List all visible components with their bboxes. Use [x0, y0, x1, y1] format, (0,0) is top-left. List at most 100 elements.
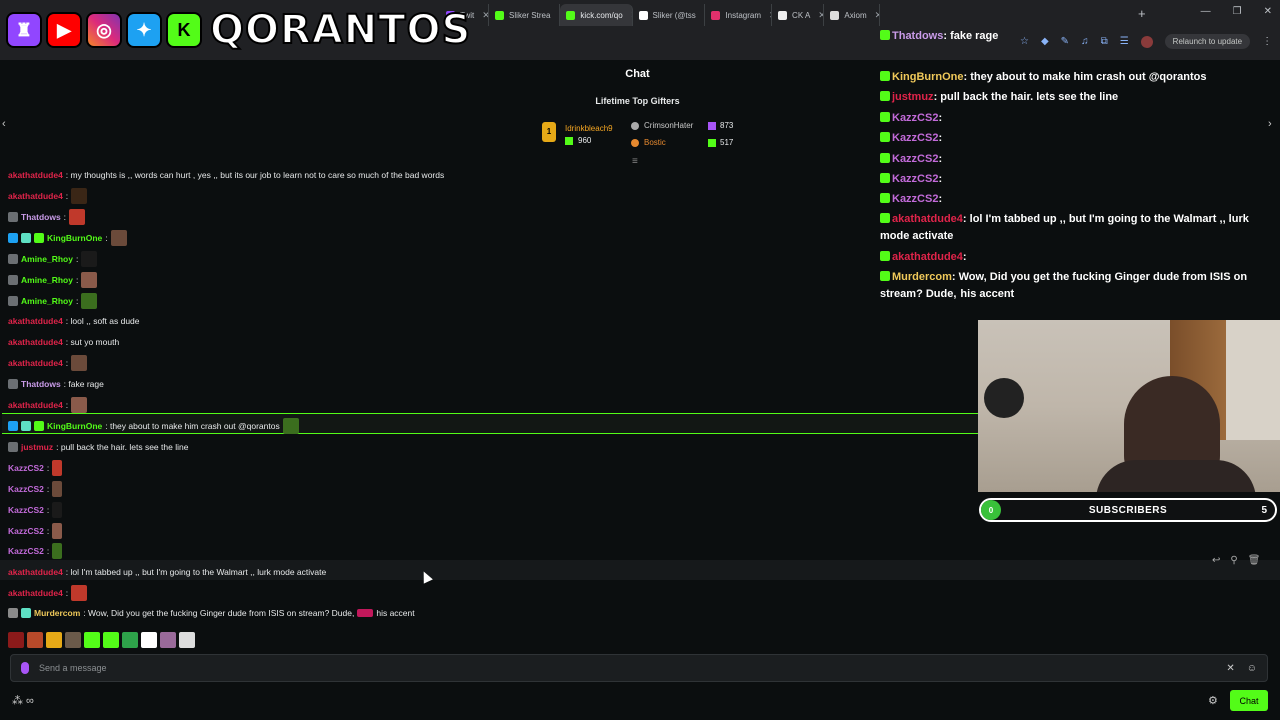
send-chat-button[interactable]: Chat: [1230, 690, 1268, 711]
gifter-name[interactable]: Idrinkbleach9: [565, 124, 613, 133]
tab-close-icon[interactable]: ✕: [631, 10, 632, 21]
browser-tab[interactable]: CK A✕: [772, 4, 825, 26]
browser-tab[interactable]: Twit✕: [440, 4, 490, 26]
chat-username[interactable]: KingBurnOne: [47, 233, 103, 243]
chat-message[interactable]: KazzCS2:: [8, 542, 63, 560]
gifter-name[interactable]: Bostic: [644, 138, 666, 147]
collapse-icon[interactable]: ≡: [632, 156, 638, 167]
chat-message[interactable]: akathatdude4:: [8, 187, 88, 205]
chat-username[interactable]: akathatdude4: [8, 567, 63, 577]
tab-close-icon[interactable]: ✕: [818, 10, 823, 21]
chat-username[interactable]: Amine_Rhoy: [21, 275, 73, 285]
relaunch-button[interactable]: Relaunch to update: [1164, 34, 1251, 49]
gifter-count: 960: [578, 136, 592, 145]
bookmark-star-icon[interactable]: ☆: [1020, 36, 1029, 47]
emote-button[interactable]: [122, 632, 138, 648]
tab-close-icon[interactable]: ✕: [558, 10, 559, 21]
gifter-name[interactable]: CrimsonHater: [644, 121, 694, 130]
chat-username[interactable]: Thatdows: [21, 212, 61, 222]
extensions-puzzle-icon[interactable]: ⧉: [1100, 36, 1108, 47]
emote-button[interactable]: [65, 632, 81, 648]
chat-message[interactable]: akathatdude4: lol I'm tabbed up ,, but I…: [8, 563, 326, 581]
chat-username[interactable]: Amine_Rhoy: [21, 296, 73, 306]
mic-icon[interactable]: [21, 662, 29, 674]
chat-message[interactable]: Murdercom: Wow, Did you get the fucking …: [8, 604, 415, 622]
chevron-left-icon[interactable]: ‹: [2, 118, 6, 130]
emoji-icon[interactable]: ☺: [1246, 662, 1257, 674]
browser-tab[interactable]: Sliker Strea✕: [489, 4, 561, 26]
chat-message[interactable]: justmuz: pull back the hair. lets see th…: [8, 438, 188, 456]
tab-close-icon[interactable]: ✕: [875, 10, 879, 21]
chat-message[interactable]: akathatdude4:: [8, 584, 88, 602]
tab-label: Instagram: [725, 10, 762, 20]
restore-icon[interactable]: ❐: [1232, 6, 1242, 17]
chat-username[interactable]: KazzCS2: [8, 526, 44, 536]
chat-message[interactable]: Thatdows:: [8, 208, 86, 226]
translate-icon[interactable]: ✎: [1060, 36, 1070, 47]
chat-username[interactable]: KazzCS2: [8, 463, 44, 473]
chat-username[interactable]: KazzCS2: [8, 546, 44, 556]
twitch-icon: ♜: [6, 12, 42, 48]
pin-icon[interactable]: ⚲: [1230, 555, 1238, 566]
emote-button[interactable]: [103, 632, 119, 648]
browser-tab[interactable]: Sliker (@tss✕: [633, 4, 706, 26]
more-menu-icon[interactable]: ⋮: [1262, 36, 1273, 47]
chat-username[interactable]: KazzCS2: [8, 484, 44, 494]
chat-username[interactable]: justmuz: [21, 442, 54, 452]
chat-username[interactable]: akathatdude4: [8, 191, 63, 201]
emote-button[interactable]: [46, 632, 62, 648]
emote-menu-icon[interactable]: ✕: [1226, 662, 1235, 674]
chat-username[interactable]: Thatdows: [21, 379, 61, 389]
chat-message[interactable]: Amine_Rhoy:: [8, 292, 98, 310]
chat-username[interactable]: KazzCS2: [8, 505, 44, 515]
chat-message[interactable]: Amine_Rhoy:: [8, 271, 98, 289]
tab-close-icon[interactable]: ✕: [482, 9, 490, 20]
chat-message[interactable]: KingBurnOne: they about to make him cras…: [8, 417, 299, 435]
chat-username[interactable]: akathatdude4: [8, 358, 63, 368]
chat-username[interactable]: akathatdude4: [8, 170, 63, 180]
chat-message[interactable]: Amine_Rhoy:: [8, 250, 98, 268]
browser-tab[interactable]: Axiom✕: [824, 4, 880, 26]
minimize-icon[interactable]: —: [1200, 6, 1211, 17]
chat-message[interactable]: KingBurnOne:: [8, 229, 127, 247]
chat-message[interactable]: KazzCS2:: [8, 501, 63, 519]
close-icon[interactable]: ✕: [1263, 6, 1272, 17]
chat-message[interactable]: KazzCS2:: [8, 522, 63, 540]
emote-button[interactable]: [8, 632, 24, 648]
chat-username[interactable]: akathatdude4: [8, 588, 63, 598]
new-tab-button[interactable]: +: [1138, 6, 1146, 21]
chat-message[interactable]: akathatdude4:: [8, 354, 88, 372]
emote-button[interactable]: [141, 632, 157, 648]
delete-icon[interactable]: 🗑: [1247, 555, 1261, 566]
chat-username[interactable]: akathatdude4: [8, 316, 63, 326]
infinity-icon[interactable]: ⁂ ∞: [12, 695, 34, 707]
emote-button[interactable]: [160, 632, 176, 648]
tab-close-icon[interactable]: ✕: [704, 10, 705, 21]
reading-list-icon[interactable]: ☰: [1119, 36, 1129, 47]
chat-username[interactable]: akathatdude4: [8, 337, 63, 347]
emote-button[interactable]: [84, 632, 100, 648]
chat-username[interactable]: akathatdude4: [8, 400, 63, 410]
chat-message[interactable]: akathatdude4: my thoughts is ,, words ca…: [8, 166, 444, 184]
message-input[interactable]: [39, 663, 1227, 673]
emote-button[interactable]: [179, 632, 195, 648]
audio-icon[interactable]: ♫: [1081, 36, 1089, 47]
profile-avatar[interactable]: [1140, 35, 1153, 48]
chat-message[interactable]: KazzCS2:: [8, 459, 63, 477]
browser-tab[interactable]: kick.com/qo✕: [560, 4, 633, 26]
chat-message[interactable]: KazzCS2:: [8, 480, 63, 498]
chat-username[interactable]: Amine_Rhoy: [21, 254, 73, 264]
chat-message[interactable]: akathatdude4: sut yo mouth: [8, 333, 119, 351]
tab-close-icon[interactable]: ✕: [769, 10, 771, 21]
chat-username[interactable]: Murdercom: [34, 608, 81, 618]
chat-message[interactable]: akathatdude4: lool ,, soft as dude: [8, 312, 140, 330]
chevron-right-icon[interactable]: ›: [1268, 118, 1272, 130]
gear-icon[interactable]: ⚙: [1208, 695, 1218, 707]
extension-icon[interactable]: ◆: [1040, 36, 1049, 47]
chat-message[interactable]: Thatdows: fake rage: [8, 375, 104, 393]
browser-tab[interactable]: Instagram ✕: [705, 4, 773, 26]
chat-username[interactable]: KingBurnOne: [47, 421, 103, 431]
chat-message[interactable]: akathatdude4:: [8, 396, 88, 414]
reply-icon[interactable]: ↩: [1212, 555, 1221, 566]
emote-button[interactable]: [27, 632, 43, 648]
